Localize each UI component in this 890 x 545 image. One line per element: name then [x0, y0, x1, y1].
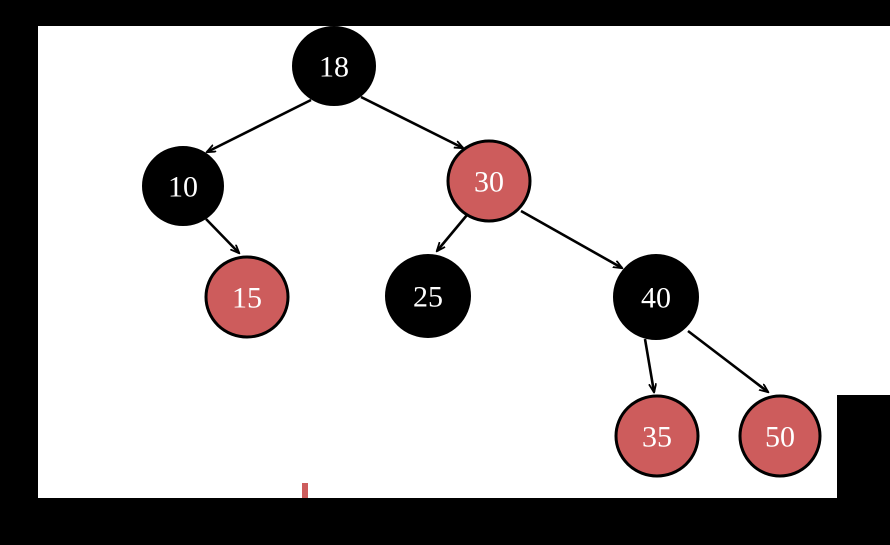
diagram-canvas-upper-right: [837, 26, 890, 395]
bottom-tick-marker: [302, 483, 308, 498]
diagram-canvas: [38, 26, 837, 498]
